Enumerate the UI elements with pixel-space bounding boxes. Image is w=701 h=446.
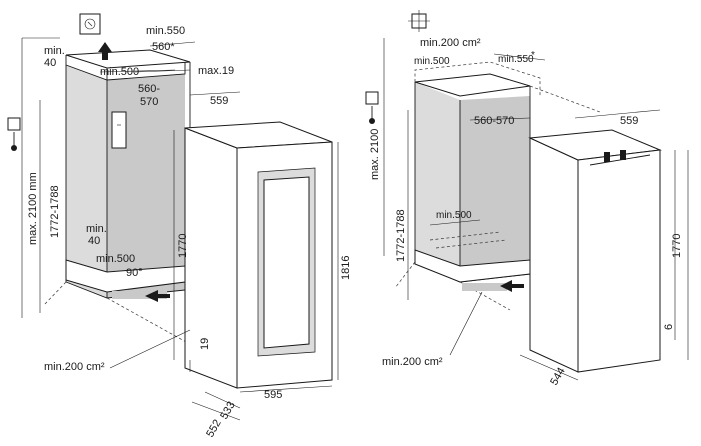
right-label-1770: 1770 [671,234,683,258]
left-installation-drawing: min.550 560* min. 40 min.500 max.19 560-… [7,13,352,440]
right-label-min-500-top: min.500 [414,56,450,67]
label-595: 595 [264,389,282,401]
arrow-in-icon [145,290,170,302]
label-552: 552 [204,418,224,440]
socket-icon [79,13,101,35]
arrow-in-icon [500,280,524,292]
plug-icon [7,117,21,151]
label-19: 19 [199,338,211,350]
label-min-40-top-value: 40 [44,57,56,69]
right-hinge-top-2 [620,150,626,160]
right-label-559: 559 [620,115,638,127]
left-vent-grille [112,291,167,299]
right-niche-back-wall [460,96,530,276]
right-label-min-550: min.550 [498,54,534,65]
right-hinge-top [604,152,610,162]
arrow-up-icon [98,42,112,60]
label-560-570-value: 570 [140,96,158,108]
right-appliance-side [529,137,579,373]
plug-icon [365,91,379,124]
right-label-star: * [531,50,535,61]
right-installation-drawing: min.200 cm² min.500 min.550 * max. 2100 … [365,10,689,388]
label-min-500-bottom: min.500 [96,253,135,265]
label-vent-min-200: min.200 cm² [44,361,105,373]
label-560-570: 560- [138,83,160,95]
label-min-500-top: min.500 [100,66,139,78]
socket-icon [408,10,430,32]
right-appliance-front [577,149,661,373]
left-appliance-side [184,127,238,389]
right-label-6: 6 [663,324,675,330]
right-label-vent-bottom: min.200 cm² [382,356,443,368]
left-hinge-bracket [111,111,127,149]
label-min-40-bottom-value: 40 [88,235,100,247]
label-min-550: min.550 [146,25,185,37]
label-1770: 1770 [177,234,189,258]
label-max-2100: max. 2100 mm [27,172,39,245]
right-niche-side-wall [415,82,460,276]
right-label-560-570: 560-570 [474,115,514,127]
right-label-max-2100: max. 2100 [369,129,381,180]
right-label-544: 544 [548,366,568,388]
label-560-star: 560* [152,41,175,53]
label-1816: 1816 [340,256,352,280]
right-label-1772-1788: 1772-1788 [395,209,407,262]
label-1772-1788: 1772-1788 [49,185,61,238]
right-vent-grille [462,283,507,291]
label-min-40-bottom: min. [86,223,107,235]
label-min-40-top: min. [44,45,65,57]
left-appliance-glass-inner [263,176,310,349]
label-max-19: max.19 [198,65,234,77]
label-90-degrees: 90° [126,267,143,279]
left-niche-side-wall [66,65,107,298]
right-label-vent-top: min.200 cm² [420,37,481,49]
right-label-min-500-mid: min.500 [436,210,472,221]
label-559: 559 [210,95,228,107]
